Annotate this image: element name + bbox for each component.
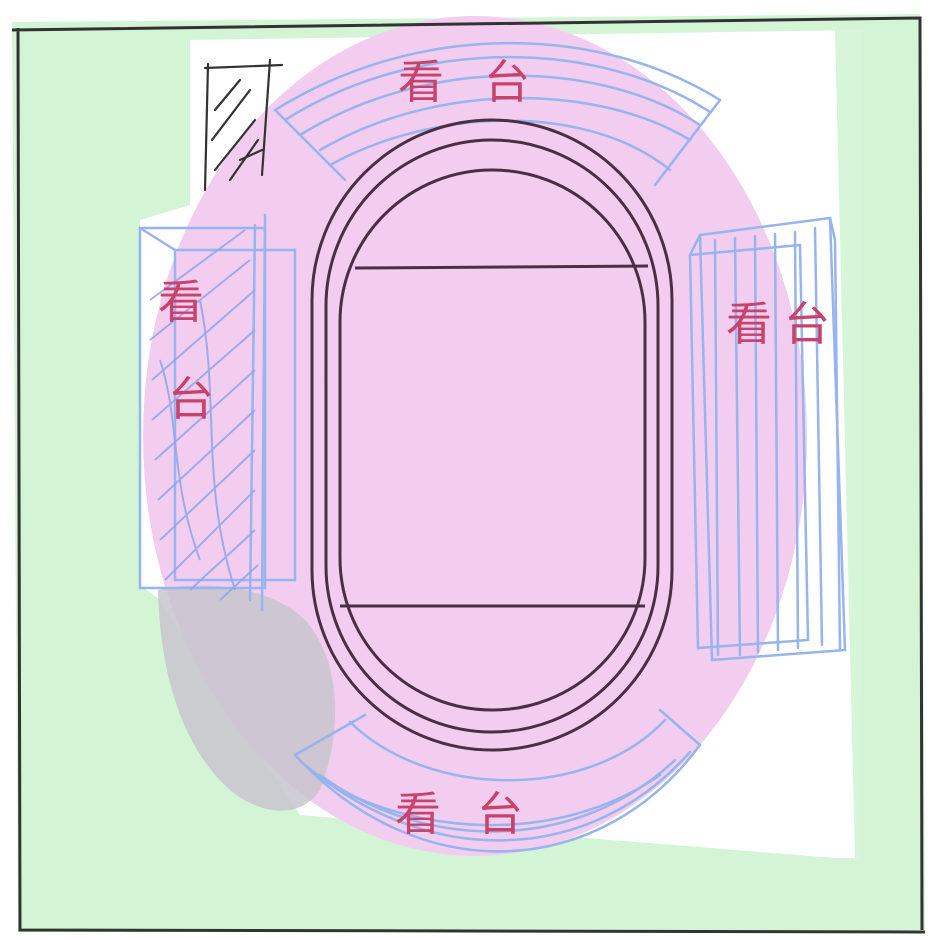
gate-structure bbox=[203, 58, 284, 192]
south-stand-label: 看台 bbox=[395, 787, 559, 841]
east-stand bbox=[688, 216, 847, 662]
west-stand-label-top: 看 bbox=[158, 275, 204, 329]
west-stand-label-bottom: 台 bbox=[168, 372, 214, 426]
infield-pitch bbox=[340, 264, 649, 608]
grass-area bbox=[12, 14, 925, 932]
north-stand-label: 看台 bbox=[398, 55, 570, 109]
east-stand-label: 看台 bbox=[726, 297, 842, 351]
west-stand bbox=[138, 213, 297, 612]
north-stand bbox=[273, 41, 722, 187]
south-stand bbox=[293, 708, 702, 853]
sketch-border bbox=[11, 16, 926, 934]
grass-patch bbox=[300, 25, 920, 930]
running-track bbox=[310, 118, 674, 752]
corner-shadow bbox=[158, 585, 336, 811]
